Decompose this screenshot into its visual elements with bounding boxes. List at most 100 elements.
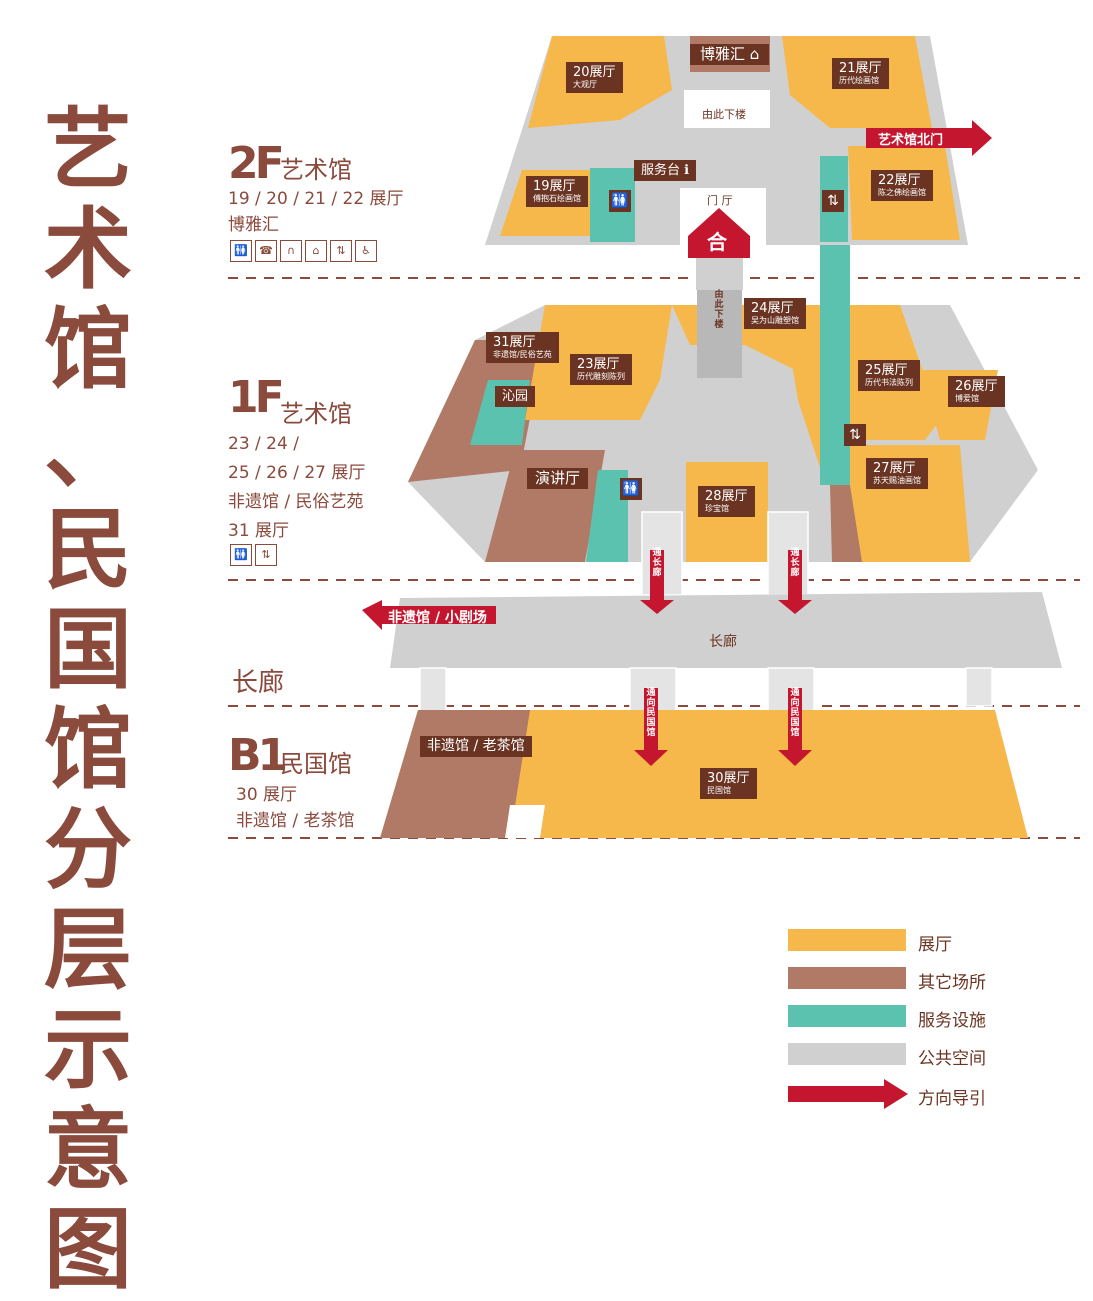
service-1f xyxy=(586,470,628,562)
to-minguo-arrow-right xyxy=(778,688,812,766)
hall-22-tag: 22展厅陈之佛绘画馆 xyxy=(871,170,933,201)
stair-down-area xyxy=(684,90,770,128)
lobby-entrance-icon: 合 xyxy=(707,230,727,254)
title-char: 分 xyxy=(43,798,132,901)
floor-1f-info: 23 / 24 / 25 / 26 / 27 展厅 非遗馆 / 民俗艺苑 31 … xyxy=(228,430,365,546)
floor-1f-facility-icons: 🚻 ⇅ xyxy=(230,544,277,566)
elevator-icon: ⇅ xyxy=(255,544,277,566)
legend-item: 服务设施 xyxy=(788,1004,986,1031)
legend-item: 方向导引 xyxy=(788,1079,986,1109)
title-char: 馆 xyxy=(43,298,132,401)
floor-2f-facility-icons: 🚻 ☎ ∩ ⌂ ⇅ ♿ xyxy=(230,240,377,262)
legend-label: 公共空间 xyxy=(918,1049,986,1069)
down-here-2f: 由此下楼 xyxy=(702,108,746,121)
teahouse-tag: 非遗馆 / 老茶馆 xyxy=(420,736,532,757)
legend-item: 展厅 xyxy=(788,928,952,955)
floor-1f-info-line: 23 / 24 / xyxy=(228,434,299,454)
toilet-icon: 🚻 xyxy=(230,544,252,566)
floor-2f-name: 艺术馆 xyxy=(280,156,352,184)
floor-2f-info-line: 19 / 20 / 21 / 22 展厅 xyxy=(228,189,404,209)
floor-1f-code: 1F xyxy=(228,372,285,423)
legend-label: 展厅 xyxy=(918,935,952,955)
corridor-base xyxy=(390,592,1062,668)
hall-31-other-area xyxy=(408,340,545,482)
hall-24-extension xyxy=(782,305,824,480)
title-char: 示 xyxy=(43,998,132,1101)
to-corridor-arrow-right xyxy=(778,550,812,614)
legend-swatch xyxy=(788,1005,906,1027)
shop-icon: ⌂ xyxy=(305,240,327,262)
legend-arrow-icon xyxy=(788,1079,908,1109)
title-char: 民 xyxy=(43,498,132,601)
phone-icon: ☎ xyxy=(255,240,277,262)
north-gate-arrow xyxy=(866,120,992,156)
elevator-shaft xyxy=(820,245,850,485)
title-char: 国 xyxy=(43,598,132,701)
legend-item: 公共空间 xyxy=(788,1042,986,1069)
accessible-toilet-icon: ♿ xyxy=(355,240,377,262)
hall-27-tag: 27展厅苏天赐油画馆 xyxy=(866,458,928,489)
hall-23-tag: 23展厅历代雕刻陈列 xyxy=(570,354,632,385)
floor-2f-info-line: 博雅汇 xyxy=(228,215,279,235)
hall-24-tag: 24展厅吴为山雕塑馆 xyxy=(744,298,806,329)
service-desk-tag: 服务台 ℹ xyxy=(634,160,697,181)
north-gate-label: 艺术馆北门 xyxy=(878,133,944,148)
corridor-floor-name: 长廊 xyxy=(232,668,285,698)
floor-2f-code: 2F xyxy=(228,138,285,189)
title-char: 意 xyxy=(43,1098,132,1201)
hall-26-tag: 26展厅博爱馆 xyxy=(948,376,1005,407)
hall-21-tag: 21展厅历代绘画馆 xyxy=(832,58,889,89)
legend-swatch xyxy=(788,1043,906,1065)
to-minguo-left-label: 通向民国馆 xyxy=(646,688,656,738)
elevator-icon: ⇅ xyxy=(330,240,352,262)
hall-30-tag: 30展厅民国馆 xyxy=(700,768,757,799)
hall-28-tag: 28展厅珍宝馆 xyxy=(698,486,755,517)
title-char: 、 xyxy=(43,398,132,501)
boyahui-tag: 博雅汇 ⌂ xyxy=(690,44,770,65)
legend-label: 服务设施 xyxy=(918,1011,986,1031)
floor-b1-info: 30 展厅 非遗馆 / 老茶馆 xyxy=(236,782,355,834)
strip-other-area xyxy=(830,485,862,562)
info-icon: ℹ xyxy=(684,163,690,178)
toilet-icon: 🚻 xyxy=(620,478,642,500)
map-title: 艺术馆、民国馆分层示意图 xyxy=(38,100,138,1300)
floor-b1-name: 民国馆 xyxy=(280,750,352,778)
headphone-icon: ∩ xyxy=(280,240,302,262)
legend-item: 其它场所 xyxy=(788,966,986,993)
toilet-icon: 🚻 xyxy=(609,190,631,212)
intangible-theater-label: 非遗馆 / 小剧场 xyxy=(388,610,487,626)
to-minguo-right-label: 通向民国馆 xyxy=(790,688,800,738)
direction-arrows xyxy=(362,120,992,766)
down-here-1f: 由此下楼 xyxy=(714,290,724,330)
floor-b1-code: B1 xyxy=(228,730,288,781)
b1-gap xyxy=(505,805,545,838)
to-corridor-left-label: 通长廊 xyxy=(652,548,662,578)
title-char: 艺 xyxy=(43,98,132,201)
title-char: 术 xyxy=(43,198,132,301)
floor-b1-info-line: 30 展厅 xyxy=(236,785,298,805)
hall-19-tag: 19展厅傅抱石绘画馆 xyxy=(526,176,588,207)
teahouse-area xyxy=(380,710,530,838)
stair-down-1f xyxy=(697,290,742,378)
legend-swatch xyxy=(788,967,906,989)
shop-icon: ⌂ xyxy=(749,45,760,63)
elevator-icon: ⇅ xyxy=(822,190,844,212)
floor-1f-info-line: 非遗馆 / 民俗艺苑 xyxy=(228,492,364,512)
title-char: 层 xyxy=(43,898,132,1001)
elevator-icon: ⇅ xyxy=(844,424,866,446)
toilet-icon: 🚻 xyxy=(230,240,252,262)
title-char: 馆 xyxy=(43,698,132,801)
hall-25-tag: 25展厅历代书法陈列 xyxy=(858,360,920,391)
to-corridor-arrow-left xyxy=(640,550,674,614)
legend-label: 其它场所 xyxy=(918,973,986,993)
legend-swatch xyxy=(788,929,906,951)
corridor-label: 长廊 xyxy=(709,634,737,650)
qinyuan-tag: 沁园 xyxy=(495,386,536,407)
floor-2f-info: 19 / 20 / 21 / 22 展厅 博雅汇 xyxy=(228,186,404,238)
floor-1f-name: 艺术馆 xyxy=(280,400,352,428)
to-corridor-right-label: 通长廊 xyxy=(790,548,800,578)
hall-31-tag: 31展厅非遗馆/民俗艺苑 xyxy=(486,332,559,363)
lecture-hall-tag: 演讲厅 xyxy=(527,468,589,489)
floor-1f-info-line: 31 展厅 xyxy=(228,521,290,541)
to-minguo-arrow-left xyxy=(634,688,668,766)
